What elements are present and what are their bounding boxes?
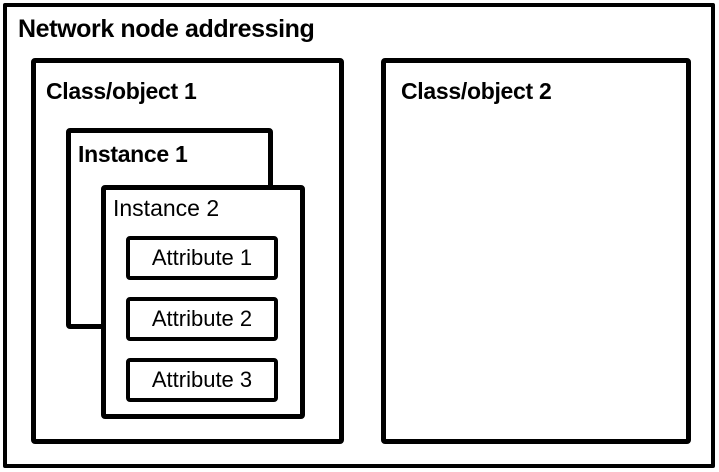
attribute-1-box: Attribute 1 [126,236,278,280]
attribute-2-label: Attribute 2 [151,306,253,331]
attribute-3-box: Attribute 3 [126,358,278,402]
class-object-1-label: Class/object 1 [46,78,197,104]
attribute-1-label: Attribute 1 [151,245,253,270]
class-object-2-box [381,58,691,444]
attribute-3-label: Attribute 3 [151,367,253,392]
instance-2-label: Instance 2 [113,195,220,221]
attribute-2-box: Attribute 2 [126,297,278,341]
instance-1-label: Instance 1 [78,141,188,167]
class-object-2-label: Class/object 2 [401,78,552,104]
diagram-title: Network node addressing [18,15,315,43]
